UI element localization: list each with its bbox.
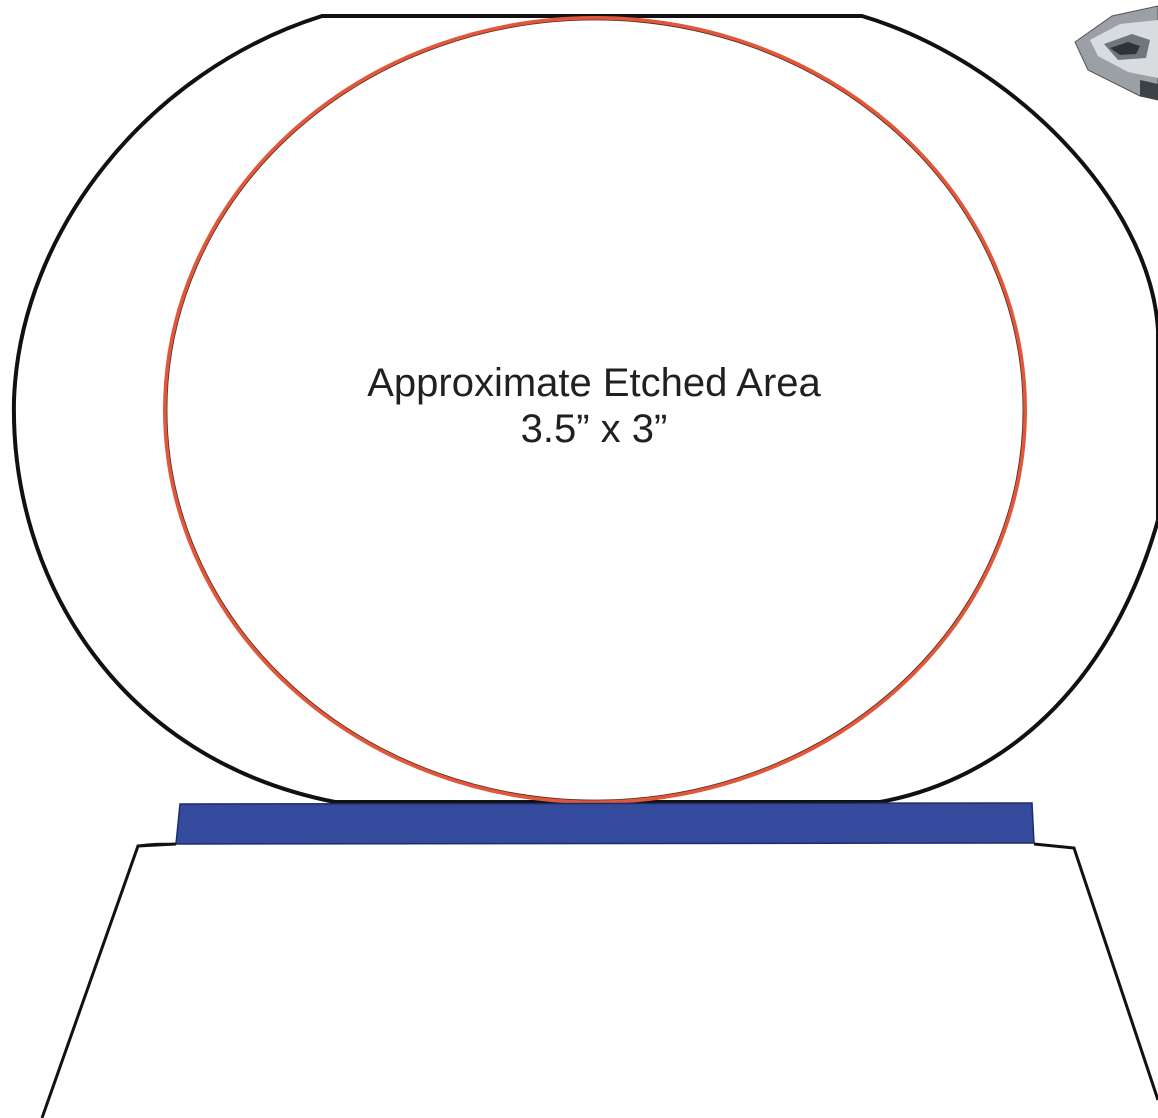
etched-area-label: Approximate Etched Area 3.5” x 3” (250, 360, 938, 452)
etched-area-outline-inner (166, 19, 1024, 801)
etched-area-dimensions: 3.5” x 3” (520, 407, 668, 451)
base-top-edge (137, 842, 1075, 849)
crystal-award-thumbnail-icon (1074, 5, 1158, 101)
base-block (40, 842, 1158, 1118)
etched-area-outline (163, 16, 1027, 804)
base-plate (175, 802, 1035, 845)
etched-area-title: Approximate Etched Area (367, 361, 821, 405)
crystal-outline (11, 14, 1158, 804)
